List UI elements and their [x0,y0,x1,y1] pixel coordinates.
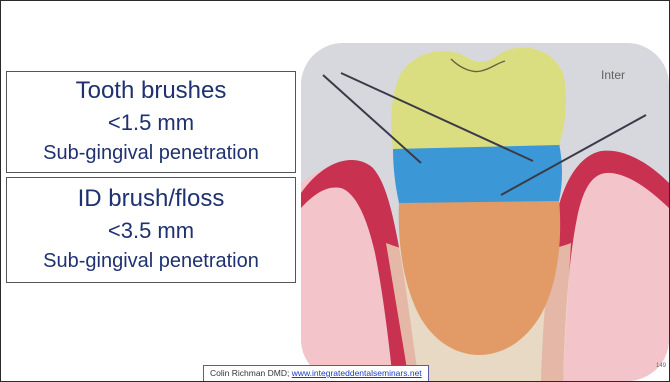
interdental-textbox: ID brush/floss <3.5 mm Sub-gingival pene… [6,177,296,283]
photo-haze [301,43,669,381]
footer-website-link[interactable]: www.integrateddentalseminars.net [292,368,422,378]
tooth-diagram-photo: Inter [301,43,669,381]
tooth-diagram-svg: Inter [301,43,669,381]
interdental-caption: Sub-gingival penetration [7,246,295,276]
toothbrush-textbox: Tooth brushes <1.5 mm Sub-gingival penet… [6,71,296,173]
toothbrush-depth: <1.5 mm [7,108,295,138]
footer-credit: Colin Richman DMD; www.integrateddentals… [203,365,429,382]
footer-author: Colin Richman DMD; [210,368,289,378]
interdental-title: ID brush/floss [7,182,295,216]
slide-number: 149 [656,363,666,369]
interdental-depth: <3.5 mm [7,216,295,246]
toothbrush-title: Tooth brushes [7,74,295,108]
toothbrush-caption: Sub-gingival penetration [7,138,295,168]
